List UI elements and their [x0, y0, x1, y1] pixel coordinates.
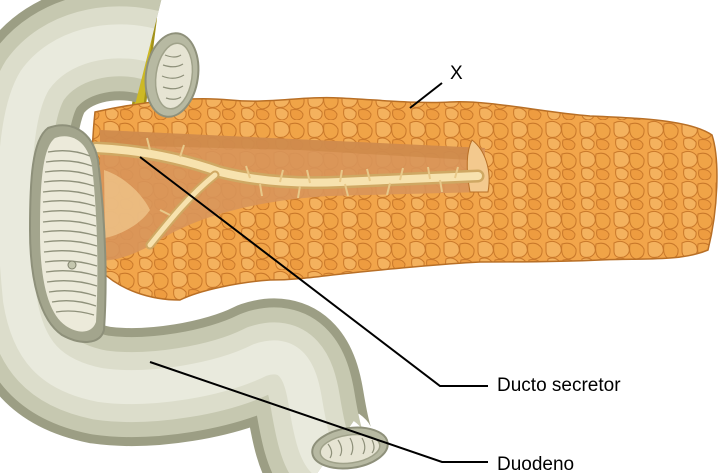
label-x: X: [450, 64, 463, 83]
duodenal-papilla: [68, 261, 76, 269]
label-ducto-secretor: Ducto secretor: [497, 376, 621, 395]
label-duodeno: Duodeno: [497, 455, 574, 474]
